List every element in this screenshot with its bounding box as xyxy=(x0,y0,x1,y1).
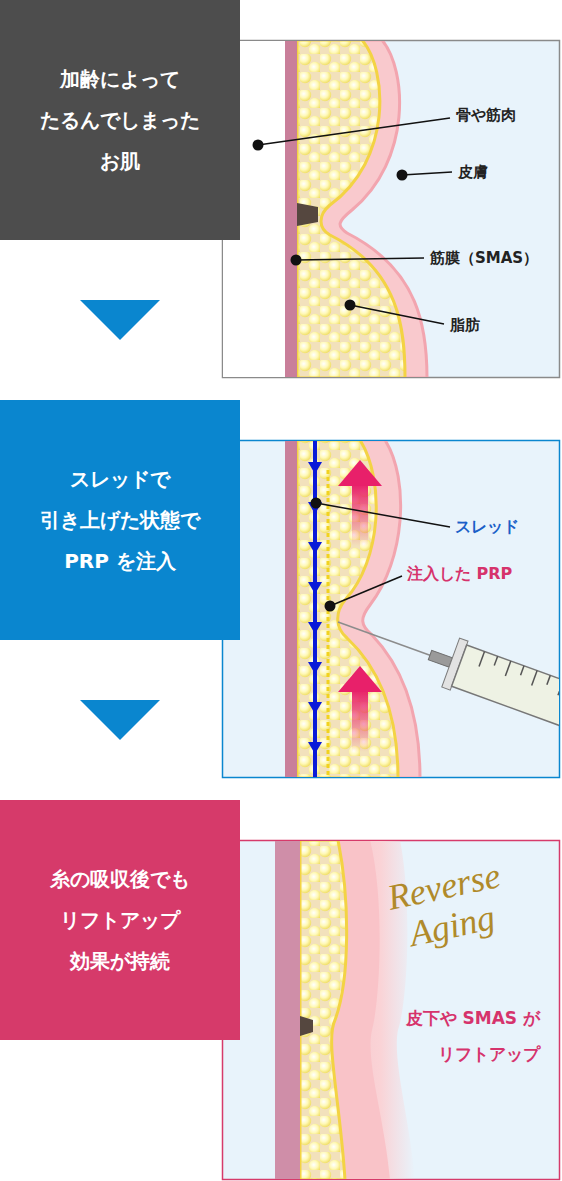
leader-lines xyxy=(258,118,452,324)
leader-dots xyxy=(311,498,336,612)
step-box: 糸の吸収後でも リフトアップ 効果が持続 xyxy=(0,800,240,1040)
step-box: スレッドで 引き上げた状態で PRP を注入 xyxy=(0,400,240,640)
step-text: 加齢によって たるんでしまった お肌 xyxy=(30,59,210,182)
flow-arrow xyxy=(80,700,160,740)
part-label: 注入した PRP xyxy=(407,564,512,583)
part-label: 筋膜（SMAS） xyxy=(430,249,538,267)
part-label: 皮膚 xyxy=(458,163,488,181)
part-label: スレッド xyxy=(455,517,519,536)
panel-frame xyxy=(223,841,560,1180)
part-label: 骨や筋肉 xyxy=(456,106,516,124)
flow-arrow xyxy=(80,300,160,340)
leader-dots xyxy=(253,140,408,311)
part-label: 皮下や SMAS が リフトアップ xyxy=(372,1000,540,1072)
step-text: 糸の吸収後でも リフトアップ 効果が持続 xyxy=(30,859,210,982)
leader-lines xyxy=(316,503,450,606)
panel-frame xyxy=(223,441,560,778)
step-box: 加齢によって たるんでしまった お肌 xyxy=(0,0,240,240)
part-label: 脂肪 xyxy=(450,316,480,334)
step-text: スレッドで 引き上げた状態で PRP を注入 xyxy=(30,459,210,582)
panel-frame xyxy=(223,41,560,378)
